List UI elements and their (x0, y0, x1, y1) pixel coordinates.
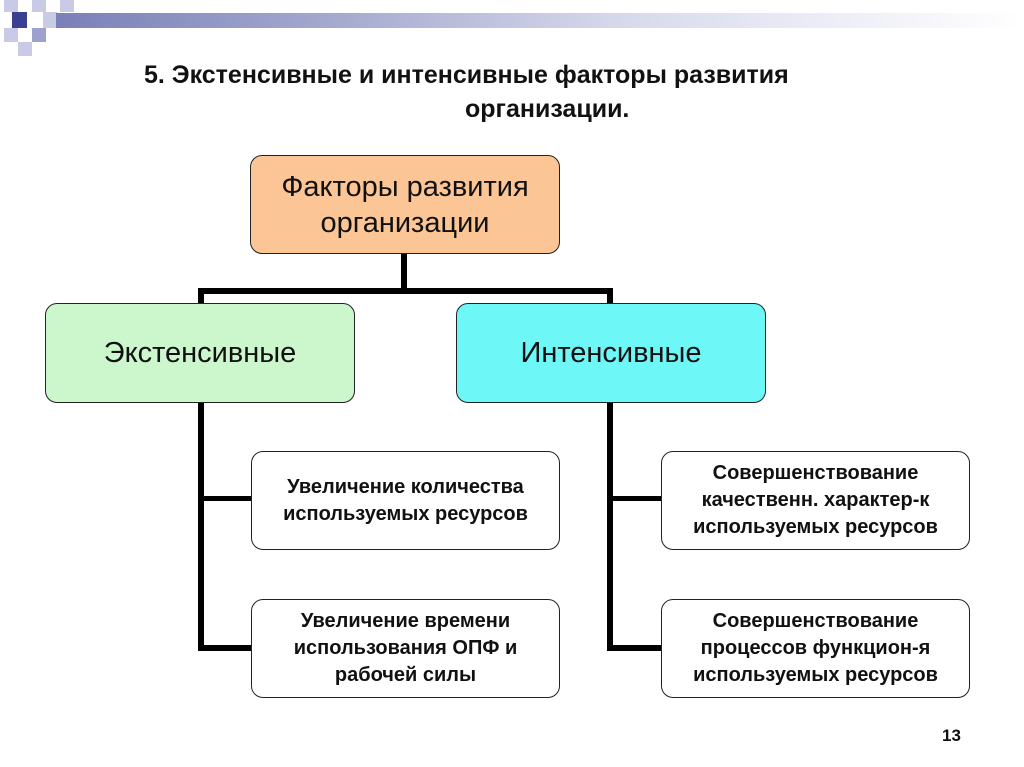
leaf-label: Увеличение количества используемых ресур… (283, 475, 528, 525)
page-number: 13 (942, 726, 961, 745)
root-node: Факторы развития организации (250, 155, 560, 254)
connector-extensive-leaf-2 (198, 645, 251, 651)
decor-square (43, 12, 57, 28)
leaf-label: Совершенствование качественн. характер-к… (693, 462, 938, 538)
connector-root-down (401, 254, 407, 291)
connector-intensive-trunk (607, 403, 613, 650)
intensive-node-label: Интенсивные (520, 336, 702, 369)
connector-extensive-trunk (198, 403, 204, 650)
connector-intensive-leaf-2 (607, 645, 661, 651)
leaf-label: Увеличение времени использования ОПФ и р… (293, 610, 518, 686)
connector-horizontal (198, 288, 613, 294)
extensive-node-label: Экстенсивные (103, 336, 297, 369)
decor-square (18, 42, 32, 56)
extensive-leaf-resources-quantity: Увеличение количества используемых ресур… (251, 451, 560, 550)
root-node-label: Факторы развития организации (281, 170, 529, 239)
extensive-leaf-usage-time: Увеличение времени использования ОПФ и р… (251, 599, 560, 698)
extensive-node: Экстенсивные (45, 303, 355, 403)
decor-square (4, 0, 18, 12)
decor-square (12, 12, 27, 28)
connector-to-extensive (198, 288, 204, 303)
slide-title-line-1: 5. Экстенсивные и интенсивные факторы ра… (144, 61, 789, 89)
slide-title-line-2: организации. (465, 95, 630, 123)
intensive-leaf-quality-improvement: Совершенствование качественн. характер-к… (661, 451, 970, 550)
connector-to-intensive (607, 288, 613, 303)
decor-square (4, 28, 18, 42)
decor-square (32, 28, 46, 42)
decor-square (60, 0, 74, 12)
connector-intensive-leaf-1 (607, 496, 661, 501)
intensive-leaf-process-improvement: Совершенствование процессов функцион-я и… (661, 599, 970, 698)
leaf-label: Совершенствование процессов функцион-я и… (693, 610, 938, 686)
header-gradient-bar (56, 13, 1022, 28)
decor-square (32, 0, 46, 12)
intensive-node: Интенсивные (456, 303, 766, 403)
connector-extensive-leaf-1 (198, 496, 251, 501)
